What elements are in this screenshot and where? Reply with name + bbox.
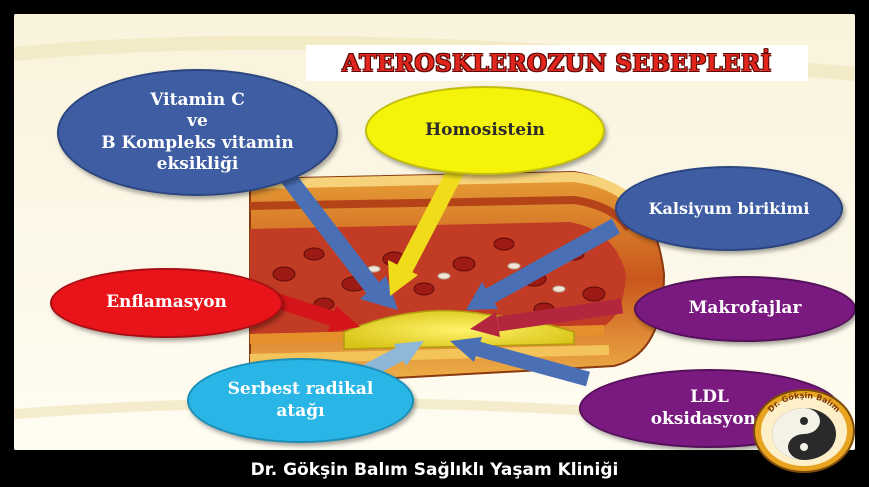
cause-homocysteine: Homosistein — [365, 86, 605, 175]
cause-ldl-label: LDL oksidasyonu — [650, 387, 769, 429]
cause-macrophages-label: Makrofajlar — [688, 298, 802, 319]
clinic-logo: Dr. Gökşin Balım — [753, 389, 855, 473]
slide: ATEROSKLEROZUN SEBEPLERİ Vitamin C ve B … — [14, 14, 855, 450]
footer: Dr. Gökşin Balım Sağlıklı Yaşam Kliniği — [250, 459, 619, 480]
cause-calcium-label: Kalsiyum birikimi — [648, 198, 810, 218]
cause-vitamin-deficiency: Vitamin C ve B Kompleks vitamin eksikliğ… — [57, 69, 338, 196]
cause-macrophages: Makrofajlar — [634, 276, 855, 342]
title-box: ATEROSKLEROZUN SEBEPLERİ — [306, 45, 808, 81]
page-title: ATEROSKLEROZUN SEBEPLERİ — [342, 49, 772, 77]
cause-free-radical-label: Serbest radikal atağı — [227, 379, 374, 421]
cause-vitamin-label: Vitamin C ve B Kompleks vitamin eksikliğ… — [101, 90, 294, 174]
cause-inflammation-label: Enflamasyon — [106, 292, 227, 313]
cause-calcium: Kalsiyum birikimi — [615, 166, 843, 251]
cause-homocysteine-label: Homosistein — [425, 119, 545, 140]
cause-inflammation: Enflamasyon — [50, 268, 283, 338]
cause-free-radical: Serbest radikal atağı — [187, 358, 414, 443]
